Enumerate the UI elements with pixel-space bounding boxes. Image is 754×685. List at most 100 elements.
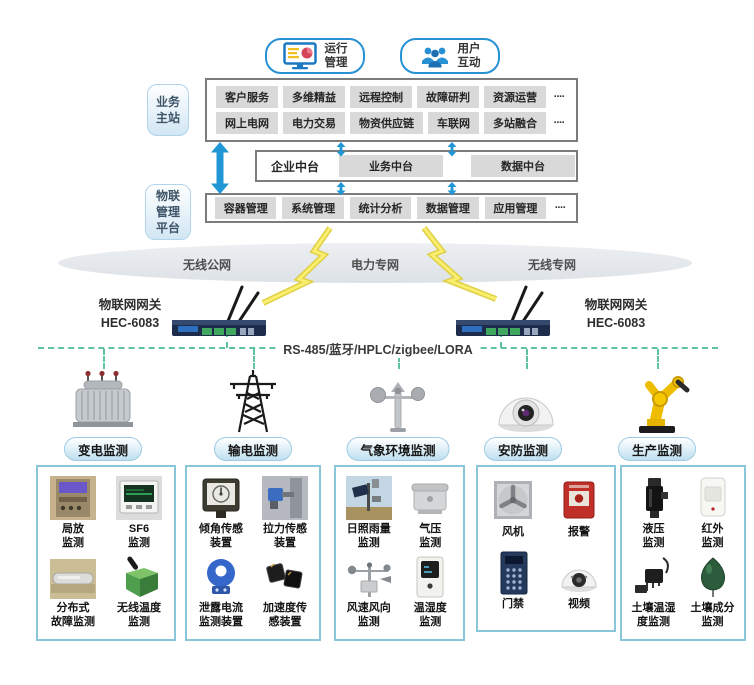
device-label: 红外 监测 (701, 523, 724, 550)
app-cell: 多站融合 (484, 111, 546, 134)
sunshine-rainfall-image (345, 474, 392, 520)
device-item: 风速风向 监测 (338, 553, 400, 630)
app-cell: 电力交易 (283, 111, 345, 134)
gateway-model: HEC-6083 (100, 316, 160, 331)
device-label: 日照雨量 监测 (346, 523, 391, 550)
device-item: 无线温度 监测 (106, 553, 172, 630)
router-gateway-icon (168, 284, 272, 342)
device-label: 气压 监测 (419, 523, 442, 550)
big-double-arrow (211, 142, 229, 194)
app-cell: 车联网 (428, 111, 479, 134)
category-drop-line-1 (103, 349, 105, 369)
operation-management-label: 运行 管理 (324, 42, 348, 69)
platform-cell: 系统管理 (282, 197, 344, 219)
device-label: 视频 (568, 598, 590, 611)
network-label-private-wireless: 无线专网 (527, 258, 577, 272)
device-label: 局放 监测 (62, 523, 84, 550)
hydraulic-image (631, 474, 677, 520)
soil-composition-image (690, 553, 736, 599)
device-item: 红外 监测 (683, 474, 742, 551)
business-row-1: 客户服务 多维精益 远程控制 故障研判 资源运营 ···· (214, 86, 569, 109)
device-box-production: 液压 监测 红外 监测 土壤温湿 度监测 土壤成分 监测 (620, 465, 746, 641)
gateway-left-label: 物联网网关 HEC-6083 (84, 296, 176, 332)
device-item: 气压 监测 (400, 474, 462, 551)
device-label: SF6 监测 (128, 523, 150, 550)
device-item: 日照雨量 监测 (338, 474, 400, 551)
category-drop-line-2 (253, 349, 255, 369)
iot-platform-side-label: 物联 管理 平台 (145, 184, 191, 240)
gateway-right-label: 物联网网关 HEC-6083 (566, 296, 666, 332)
network-label-public-wireless: 无线公网 (182, 258, 232, 272)
sf6-monitor-image (116, 474, 162, 520)
device-label: 液压 监测 (642, 523, 665, 550)
app-cell: 网上电网 (216, 111, 278, 134)
app-cell: 故障研判 (417, 86, 479, 109)
router-gateway-icon (452, 284, 556, 342)
ellipsis: ···· (553, 91, 566, 104)
app-cell: 资源运营 (484, 86, 546, 109)
device-item: 视频 (546, 549, 612, 611)
business-station-side-label: 业务 主站 (147, 84, 189, 136)
app-cell: 客户服务 (216, 86, 278, 109)
video-camera-image (556, 549, 602, 595)
device-item: 门禁 (480, 549, 546, 611)
gateway-model: HEC-6083 (586, 316, 646, 331)
device-item: 分布式 故障监测 (40, 553, 106, 630)
device-item: SF6 监测 (106, 474, 172, 551)
dome-camera-icon (490, 376, 562, 434)
device-label: 门禁 (502, 598, 524, 611)
device-box-transmission: 倾角传感 装置 拉力传感 装置 泄露电流 监测装置 加速度传 感装置 (185, 465, 321, 641)
device-item: 温湿度 监测 (400, 553, 462, 630)
leakage-current-image (198, 553, 244, 599)
category-pill-transmission: 输电监测 (213, 437, 293, 461)
device-item: 土壤成分 监测 (683, 553, 742, 630)
app-cell: 物资供应链 (350, 111, 423, 134)
transmission-tower-icon (210, 368, 296, 434)
gateway-name: 物联网网关 (584, 298, 648, 312)
device-label: 风速风向 监测 (346, 601, 391, 628)
device-label: 拉力传感 装置 (263, 523, 307, 550)
device-box-weather: 日照雨量 监测 气压 监测 风速风向 监测 温湿度 监测 (334, 465, 465, 641)
category-pill-weather: 气象环境监测 (346, 437, 450, 461)
device-label: 报警 (568, 526, 590, 538)
acceleration-sensor-image (262, 553, 308, 599)
network-label-power-private: 电力专网 (350, 258, 400, 272)
transformer-icon (60, 370, 146, 434)
device-item: 加速度传 感装置 (253, 553, 317, 630)
distributed-fault-image (50, 553, 96, 599)
gateway-left (168, 284, 272, 342)
protocol-label: RS-485/蓝牙/HPLC/zigbee/LORA (277, 339, 479, 358)
platform-cell: 统计分析 (349, 197, 412, 219)
business-station-box: 客户服务 多维精益 远程控制 故障研判 资源运营 ···· 网上电网 电力交易 … (205, 78, 578, 142)
platform-cell: 业务中台 (339, 155, 444, 177)
device-item: 土壤温湿 度监测 (624, 553, 683, 630)
category-drop-line-5 (657, 349, 659, 369)
device-box-substation: 局放 监测 SF6 监测 分布式 故障监测 无线温度 监测 (36, 465, 176, 641)
category-drop-line-4 (526, 349, 528, 369)
partial-discharge-image (50, 474, 96, 520)
app-cell: 远程控制 (350, 86, 412, 109)
tilt-sensor-image (198, 474, 244, 520)
category-drop-line-3 (398, 349, 400, 369)
device-item: 倾角传感 装置 (189, 474, 253, 551)
fan-image (491, 477, 535, 523)
category-pill-production: 生产监测 (617, 437, 697, 461)
device-label: 温湿度 监测 (413, 601, 447, 628)
device-label: 分布式 故障监测 (51, 601, 95, 628)
gateway-right (452, 284, 556, 342)
device-label: 风机 (502, 526, 524, 538)
user-interaction-label: 用户 互动 (457, 42, 481, 69)
platform-cell: 数据中台 (471, 155, 576, 177)
category-pill-substation: 变电监测 (63, 437, 143, 461)
temp-humidity-image (407, 553, 453, 599)
device-label: 泄露电流 监测装置 (199, 601, 243, 628)
platform-cell: 容器管理 (215, 197, 277, 219)
network-cloud (58, 243, 692, 283)
operation-management-box: 运行 管理 (265, 38, 365, 74)
device-item: 泄露电流 监测装置 (189, 553, 253, 630)
iot-platform-box: 容器管理 系统管理 统计分析 数据管理 应用管理 ···· (205, 193, 578, 223)
business-row-2: 网上电网 电力交易 物资供应链 车联网 多站融合 ···· (214, 111, 569, 134)
app-cell: 多维精益 (283, 86, 345, 109)
user-interaction-box: 用户 互动 (400, 38, 500, 74)
